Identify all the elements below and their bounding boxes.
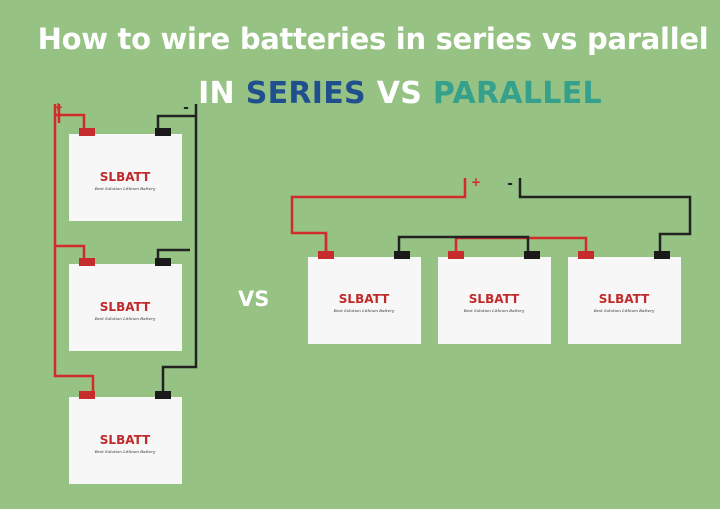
- battery-tagline: Best Solution Lithium Battery: [94, 316, 156, 321]
- battery-tagline: Best Solution Lithium Battery: [94, 449, 156, 454]
- battery-tagline: Best Solution Lithium Battery: [593, 308, 655, 313]
- battery-brand: SLBATT: [100, 433, 151, 447]
- battery-tagline: Best Solution Lithium Battery: [94, 186, 156, 191]
- series-battery-3: SLBATT Best Solution Lithium Battery: [69, 391, 182, 484]
- page-title: How to wire batteries in series vs paral…: [37, 22, 709, 56]
- parallel-positive-wiring: [290, 178, 588, 251]
- parallel-negative-sign: -: [507, 176, 513, 192]
- battery-brand: SLBATT: [100, 300, 151, 314]
- battery-tagline: Best Solution Lithium Battery: [463, 308, 525, 313]
- battery-brand: SLBATT: [599, 292, 650, 306]
- battery-brand: SLBATT: [100, 170, 151, 184]
- parallel-battery-2: SLBATT Best Solution Lithium Battery: [438, 251, 551, 344]
- parallel-battery-3: SLBATT Best Solution Lithium Battery: [568, 251, 681, 344]
- series-positive-wiring: [53, 104, 95, 394]
- parallel-battery-1: SLBATT Best Solution Lithium Battery: [308, 251, 421, 344]
- parallel-positive-sign: +: [471, 175, 481, 189]
- parallel-negative-wiring: [397, 178, 692, 251]
- series-negative-wiring: [156, 104, 198, 391]
- page-subtitle: IN SERIES VS PARALLEL: [0, 76, 720, 111]
- battery-tagline: Best Solution Lithium Battery: [333, 308, 395, 313]
- series-battery-1: SLBATT Best Solution Lithium Battery: [69, 128, 182, 221]
- subtitle-vs: VS: [376, 76, 423, 111]
- series-positive-sign: +: [53, 100, 63, 114]
- series-negative-sign: -: [183, 100, 189, 116]
- subtitle-series: SERIES: [245, 76, 366, 111]
- series-battery-2: SLBATT Best Solution Lithium Battery: [69, 258, 182, 351]
- subtitle-prefix: IN: [198, 76, 235, 111]
- subtitle-parallel: PARALLEL: [432, 76, 602, 111]
- battery-brand: SLBATT: [469, 292, 520, 306]
- vs-label: VS: [238, 287, 270, 311]
- battery-brand: SLBATT: [339, 292, 390, 306]
